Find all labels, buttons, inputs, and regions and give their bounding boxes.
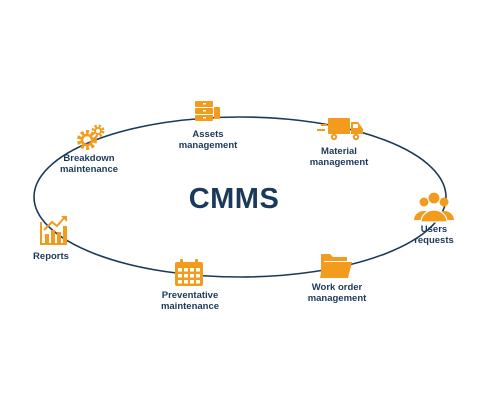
node-label-material: Material management: [309, 146, 369, 168]
users-group-icon: [414, 191, 454, 223]
bar-chart-icon: [40, 216, 67, 245]
filing-cabinet-icon: [195, 101, 220, 121]
node-label-reports: Reports: [33, 251, 69, 262]
cycle-ellipse: [33, 116, 447, 278]
diagram-title: CMMS: [188, 183, 280, 215]
folder-icon: [320, 254, 352, 278]
node-label-breakdown: Breakdown maintenance: [59, 153, 119, 175]
node-label-preventative: Preventative maintenance: [160, 290, 220, 312]
calendar-icon: [175, 259, 203, 286]
node-label-users: Users requests: [414, 224, 454, 246]
delivery-truck-icon: [317, 118, 363, 141]
gears-icon: [77, 124, 105, 150]
node-label-workorder: Work order management: [307, 282, 367, 304]
node-label-assets: Assets management: [178, 129, 238, 151]
